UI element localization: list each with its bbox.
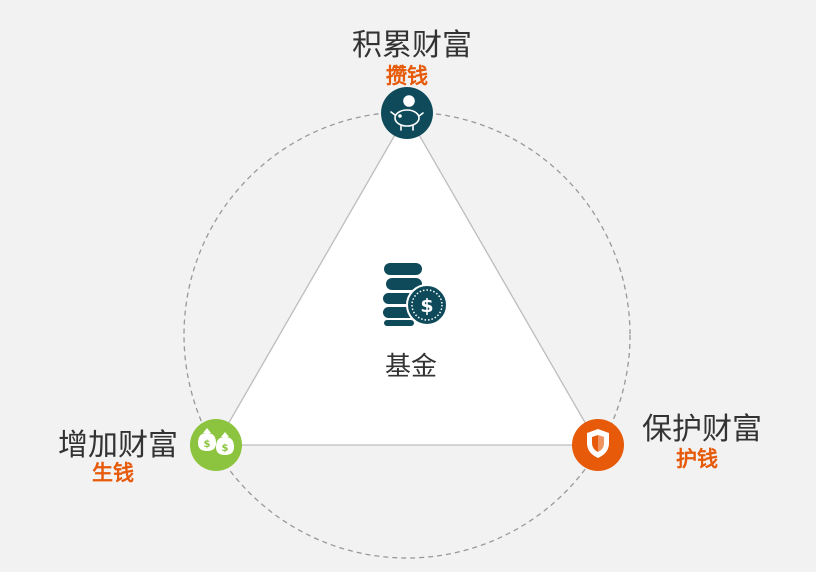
svg-text:$: $ — [420, 295, 433, 317]
dashed-circle — [183, 111, 631, 559]
left-node-title: 增加财富 — [58, 428, 178, 463]
top-node-subtitle: 攒钱 — [386, 64, 428, 88]
node-right — [572, 419, 624, 471]
piggy-bank-icon — [390, 95, 424, 131]
right-node-title: 保护财富 — [642, 412, 762, 447]
top-node-title: 积累财富 — [352, 28, 472, 63]
shield-icon — [587, 429, 609, 458]
node-top — [381, 87, 433, 139]
money-bags-icon: $ $ — [198, 428, 234, 455]
right-node-subtitle: 护钱 — [676, 447, 718, 471]
coins-dollar-icon: $ — [383, 263, 448, 326]
svg-text:$: $ — [204, 439, 211, 450]
left-node-subtitle: 生钱 — [92, 461, 134, 485]
center-label: 基金 — [385, 352, 438, 382]
svg-text:$: $ — [222, 443, 229, 454]
node-left: $ $ — [190, 419, 242, 471]
